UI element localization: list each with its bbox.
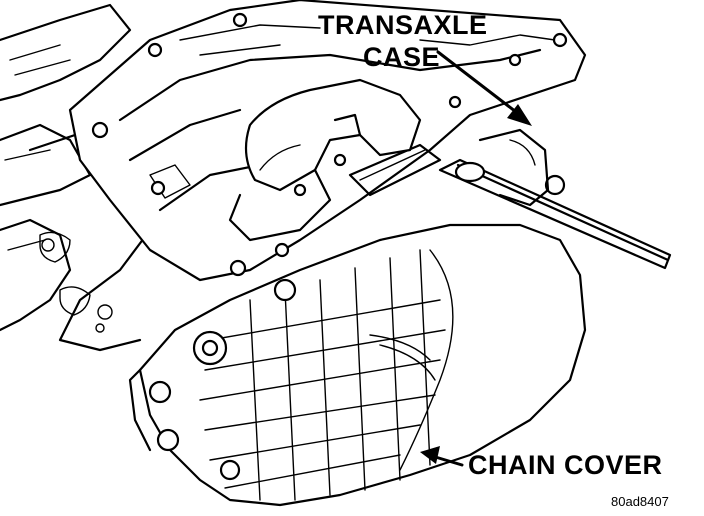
chain-cover	[128, 223, 587, 507]
chain-cover-arrow	[420, 446, 464, 467]
case-recess	[228, 78, 422, 242]
transaxle-case-label-line1: TRANSAXLE	[318, 10, 488, 40]
chain-cover-label: CHAIN COVER	[468, 450, 663, 480]
transaxle-case-label-line2: CASE	[363, 42, 441, 72]
transaxle-case-arrow	[436, 50, 532, 126]
figure-code: 80ad8407	[611, 494, 669, 509]
pry-tool	[438, 128, 672, 270]
